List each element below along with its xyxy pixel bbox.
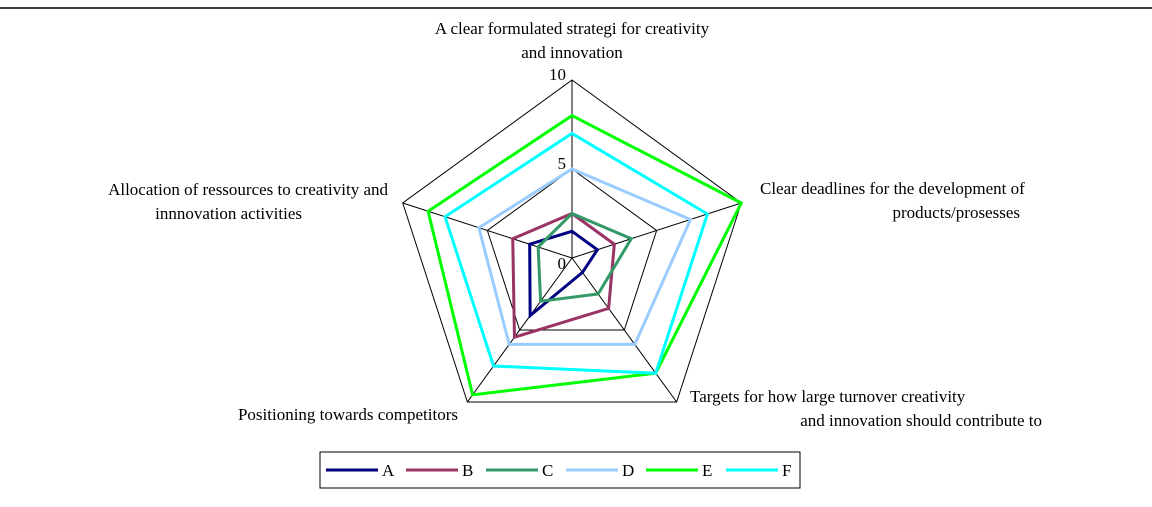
grid-ring [402, 79, 742, 403]
axis-label-3-line-1: Targets for how large turnover creativit… [690, 387, 966, 406]
axis-label-5-line-2: innnovation activities [155, 204, 302, 223]
tick-label-0: 0 [558, 254, 567, 273]
legend-label-a: A [382, 461, 395, 480]
axis-spoke [466, 257, 573, 403]
axis-label-2-line-1: Clear deadlines for the development of [760, 179, 1025, 198]
series-e-line [426, 113, 744, 397]
series-d-line [477, 167, 693, 346]
legend-label-f: F [782, 461, 791, 480]
axis-labels: A clear formulated strategi for creativi… [108, 19, 1042, 430]
tick-label-10: 10 [549, 65, 566, 84]
axis-spoke [402, 202, 573, 259]
series-a-line [528, 229, 600, 319]
axis-label-3-line-2: and innovation should contribute to [800, 411, 1042, 430]
grid-ring [486, 168, 658, 331]
legend-label-e: E [702, 461, 712, 480]
series-b-line [511, 211, 616, 340]
axis-label-4-line-1: Positioning towards competitors [238, 405, 458, 424]
legend-box [319, 451, 801, 489]
tick-label-5: 5 [558, 154, 567, 173]
axis-label-1-line-1: A clear formulated strategi for creativi… [435, 19, 710, 38]
series-c-line [536, 211, 634, 303]
tick-labels: 0 5 10 [549, 65, 566, 273]
series-f-line [443, 131, 710, 375]
legend-label-b: B [462, 461, 473, 480]
legend-label-d: D [622, 461, 634, 480]
axis-label-2-line-2: products/prosesses [893, 203, 1020, 222]
series-lines [426, 113, 744, 397]
radar-grid [402, 79, 742, 403]
axis-label-5-line-1: Allocation of ressources to creativity a… [108, 180, 388, 199]
axis-spoke [571, 202, 742, 259]
legend: A B C D E F [319, 451, 801, 489]
axis-label-1-line-2: and innovation [521, 43, 623, 62]
legend-label-c: C [542, 461, 553, 480]
axis-spoke [571, 257, 678, 403]
